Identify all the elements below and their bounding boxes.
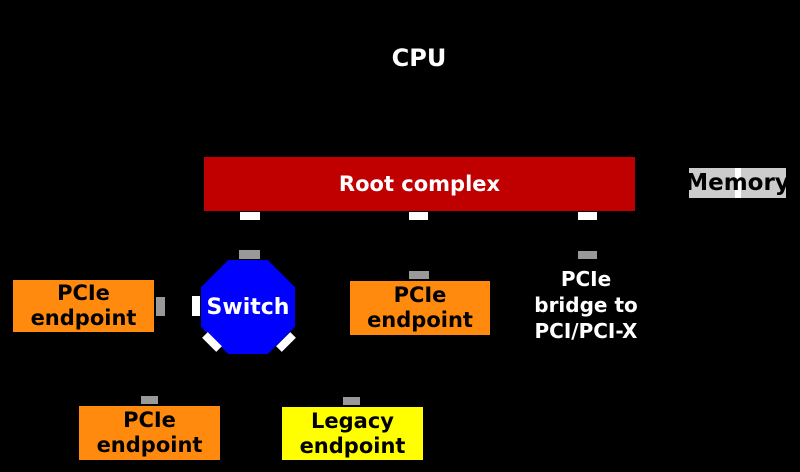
pcie-endpoint-bottom-label: PCIe endpoint bbox=[96, 408, 203, 457]
legacy-endpoint-box: Legacy endpoint bbox=[282, 407, 423, 460]
pcie-endpoint-bottom-port bbox=[141, 396, 158, 404]
legacy-endpoint-port bbox=[343, 397, 360, 405]
pcie-endpoint-bottom-box: PCIe endpoint bbox=[79, 406, 220, 460]
memory-box: Memory bbox=[685, 168, 790, 198]
memory-label: Memory bbox=[685, 170, 790, 196]
pcie-endpoint-left-box: PCIe endpoint bbox=[13, 280, 154, 332]
root-complex-label: Root complex bbox=[338, 172, 501, 196]
pcie-endpoint-middle-port bbox=[409, 271, 429, 279]
root-complex-port-middle bbox=[409, 212, 428, 220]
pcie-endpoint-middle-label: PCIe endpoint bbox=[367, 283, 473, 332]
pcie-endpoint-left-port bbox=[156, 297, 165, 316]
pcie-bridge-label: PCIe bridge to PCI/PCI-X bbox=[534, 267, 638, 343]
legacy-endpoint-label: Legacy endpoint bbox=[299, 408, 406, 458]
switch-upstream-port bbox=[239, 250, 260, 259]
memory-bus-stripe bbox=[735, 168, 741, 198]
pcie-endpoint-left-label: PCIe endpoint bbox=[30, 281, 137, 330]
pcie-bridge-port bbox=[578, 251, 597, 259]
switch-label: Switch bbox=[206, 294, 290, 320]
switch-node: Switch bbox=[201, 260, 295, 354]
switch-left-port bbox=[192, 296, 200, 316]
cpu-label: CPU bbox=[391, 44, 447, 72]
root-complex-port-right bbox=[578, 212, 597, 220]
root-complex-port-left bbox=[240, 212, 260, 220]
root-complex-box: Root complex bbox=[204, 157, 635, 211]
pcie-endpoint-middle-box: PCIe endpoint bbox=[350, 281, 490, 335]
